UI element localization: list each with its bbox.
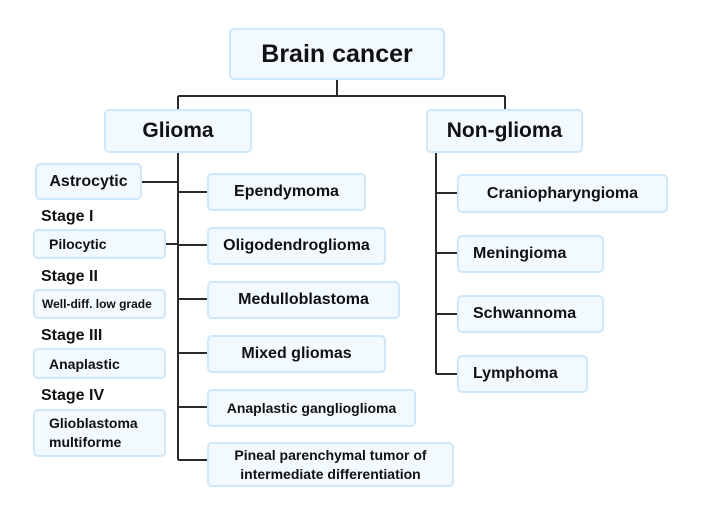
subtype-label: Mixed gliomas [241, 345, 352, 362]
stage-label: Stage II [41, 268, 98, 285]
subtype-label: Lymphoma [473, 365, 558, 382]
non-glioma-subtype-node: Craniopharyngioma [457, 174, 668, 213]
stage-type-node: Anaplastic [33, 348, 166, 379]
subtype-label: Medulloblastoma [238, 291, 369, 308]
stage-type-label: Anaplastic [49, 355, 120, 372]
stage-label: Stage IV [41, 387, 105, 404]
astrocytic-label: Astrocytic [49, 172, 128, 190]
stage-type-label: Pilocytic [49, 236, 107, 252]
stage-type-node: Well-diff. low grade [33, 289, 166, 319]
subtype-node: Pineal parenchymal tumor of intermediate… [207, 442, 454, 487]
non-glioma-subtype-node: Meningioma [457, 235, 604, 273]
stage-type-node: Glioblastoma multiforme [33, 409, 166, 457]
glioma-label: Glioma [142, 119, 214, 142]
subtype-label: Schwannoma [473, 305, 577, 322]
glioma-node: Glioma [104, 109, 252, 153]
subtype-node: Ependymoma [207, 173, 366, 211]
subtype-node: Oligodendroglioma [207, 227, 386, 265]
stage-label: Stage I [41, 208, 94, 225]
astrocytic-node: Astrocytic [35, 163, 142, 200]
subtype-label: Meningioma [473, 245, 567, 262]
stage-type-label: Well-diff. low grade [42, 297, 152, 311]
stage-type-label: Glioblastoma multiforme [49, 415, 138, 450]
root-node: Brain cancer [229, 28, 445, 80]
subtype-node: Anaplastic ganglioglioma [207, 389, 416, 427]
non-glioma-label: Non-glioma [446, 119, 563, 142]
stage-type-node: Pilocytic [33, 229, 166, 259]
subtype-label: Oligodendroglioma [223, 237, 370, 254]
stage-label: Stage III [41, 327, 103, 344]
subtype-label: Craniopharyngioma [486, 184, 639, 202]
subtype-node: Mixed gliomas [207, 335, 386, 373]
non-glioma-subtype-node: Schwannoma [457, 295, 604, 333]
non-glioma-subtype-node: Lymphoma [457, 355, 588, 393]
subtype-label: Pineal parenchymal tumor of intermediate… [234, 446, 427, 482]
non-glioma-node: Non-glioma [426, 109, 583, 153]
subtype-label: Anaplastic ganglioglioma [226, 400, 397, 416]
subtype-node: Medulloblastoma [207, 281, 400, 319]
subtype-label: Ependymoma [234, 183, 339, 200]
root-label: Brain cancer [261, 39, 413, 68]
